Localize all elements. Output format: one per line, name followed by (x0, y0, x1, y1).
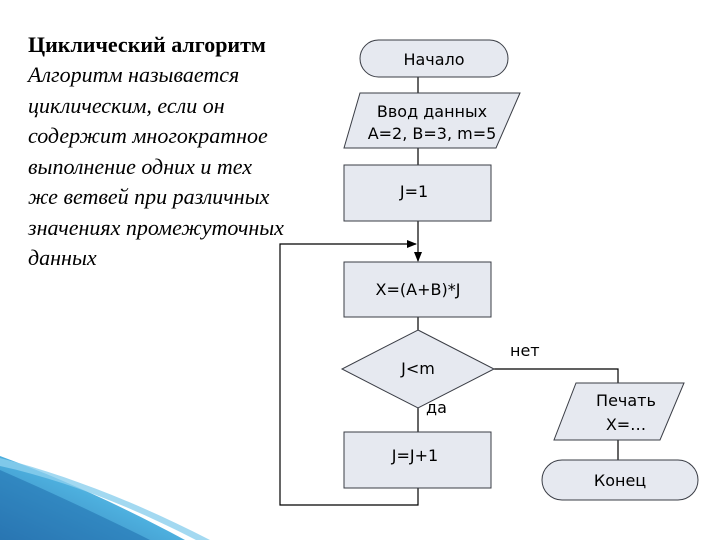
loop-back-connector (279, 240, 419, 506)
init-node: J=1 (343, 164, 492, 222)
description-line: значениях промежуточных (28, 214, 284, 240)
description-line: циклическим, если он (28, 92, 225, 118)
compute-node: X=(A+B)*J (343, 261, 492, 318)
output-label-line1: Печать (596, 391, 656, 410)
connectors (279, 77, 619, 506)
start-label: Начало (403, 50, 464, 69)
slide-title: Циклический алгоритм (28, 32, 266, 57)
condition-label: J<m (400, 359, 435, 378)
output-node: Печать X=… (553, 382, 685, 441)
input-label-line1: Ввод данных (377, 102, 487, 121)
slide-description: Алгоритм называется циклическим, если он… (28, 60, 328, 274)
yes-branch-label: да (426, 398, 447, 417)
description-line: Алгоритм называется (28, 62, 240, 87)
output-label-line2: X=… (606, 415, 646, 434)
description-line: же ветвей при различных (28, 184, 270, 209)
increment-node: J=J+1 (343, 431, 492, 489)
description-line: выполнение одних и тех (28, 153, 252, 179)
description-line: содержит многократное (28, 123, 268, 148)
compute-label: X=(A+B)*J (376, 280, 461, 299)
start-node: Начало (359, 39, 509, 78)
init-label: J=1 (399, 182, 428, 201)
input-label-line2: A=2, B=3, m=5 (368, 124, 497, 143)
corner-decoration (0, 456, 210, 540)
condition-node: J<m (340, 329, 496, 409)
no-branch-label: нет (510, 341, 540, 360)
connector-condition-output (494, 368, 619, 383)
end-label: Конец (594, 471, 646, 490)
input-node: Ввод данных A=2, B=3, m=5 (343, 92, 521, 149)
end-node: Конец (541, 459, 699, 501)
description-line: данных (28, 245, 97, 270)
increment-label: J=J+1 (391, 446, 438, 465)
